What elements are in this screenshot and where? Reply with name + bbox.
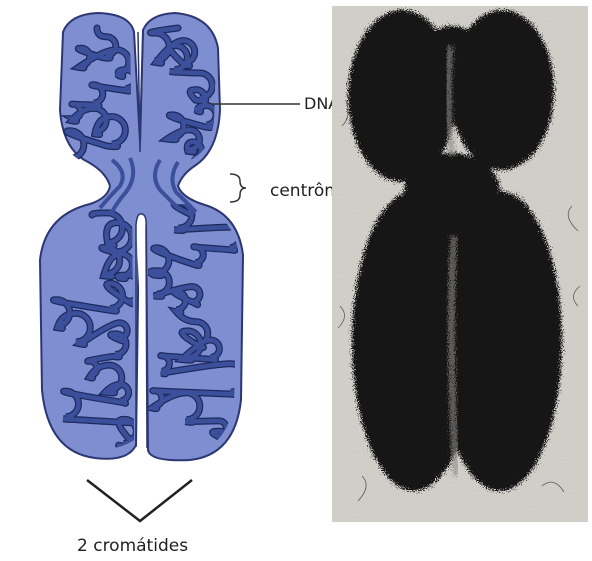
centromere-brace bbox=[230, 174, 246, 202]
chromatids-label: 2 cromátides bbox=[77, 536, 188, 556]
chromatids-bracket bbox=[87, 480, 192, 521]
chromosome-micrograph bbox=[332, 6, 588, 522]
